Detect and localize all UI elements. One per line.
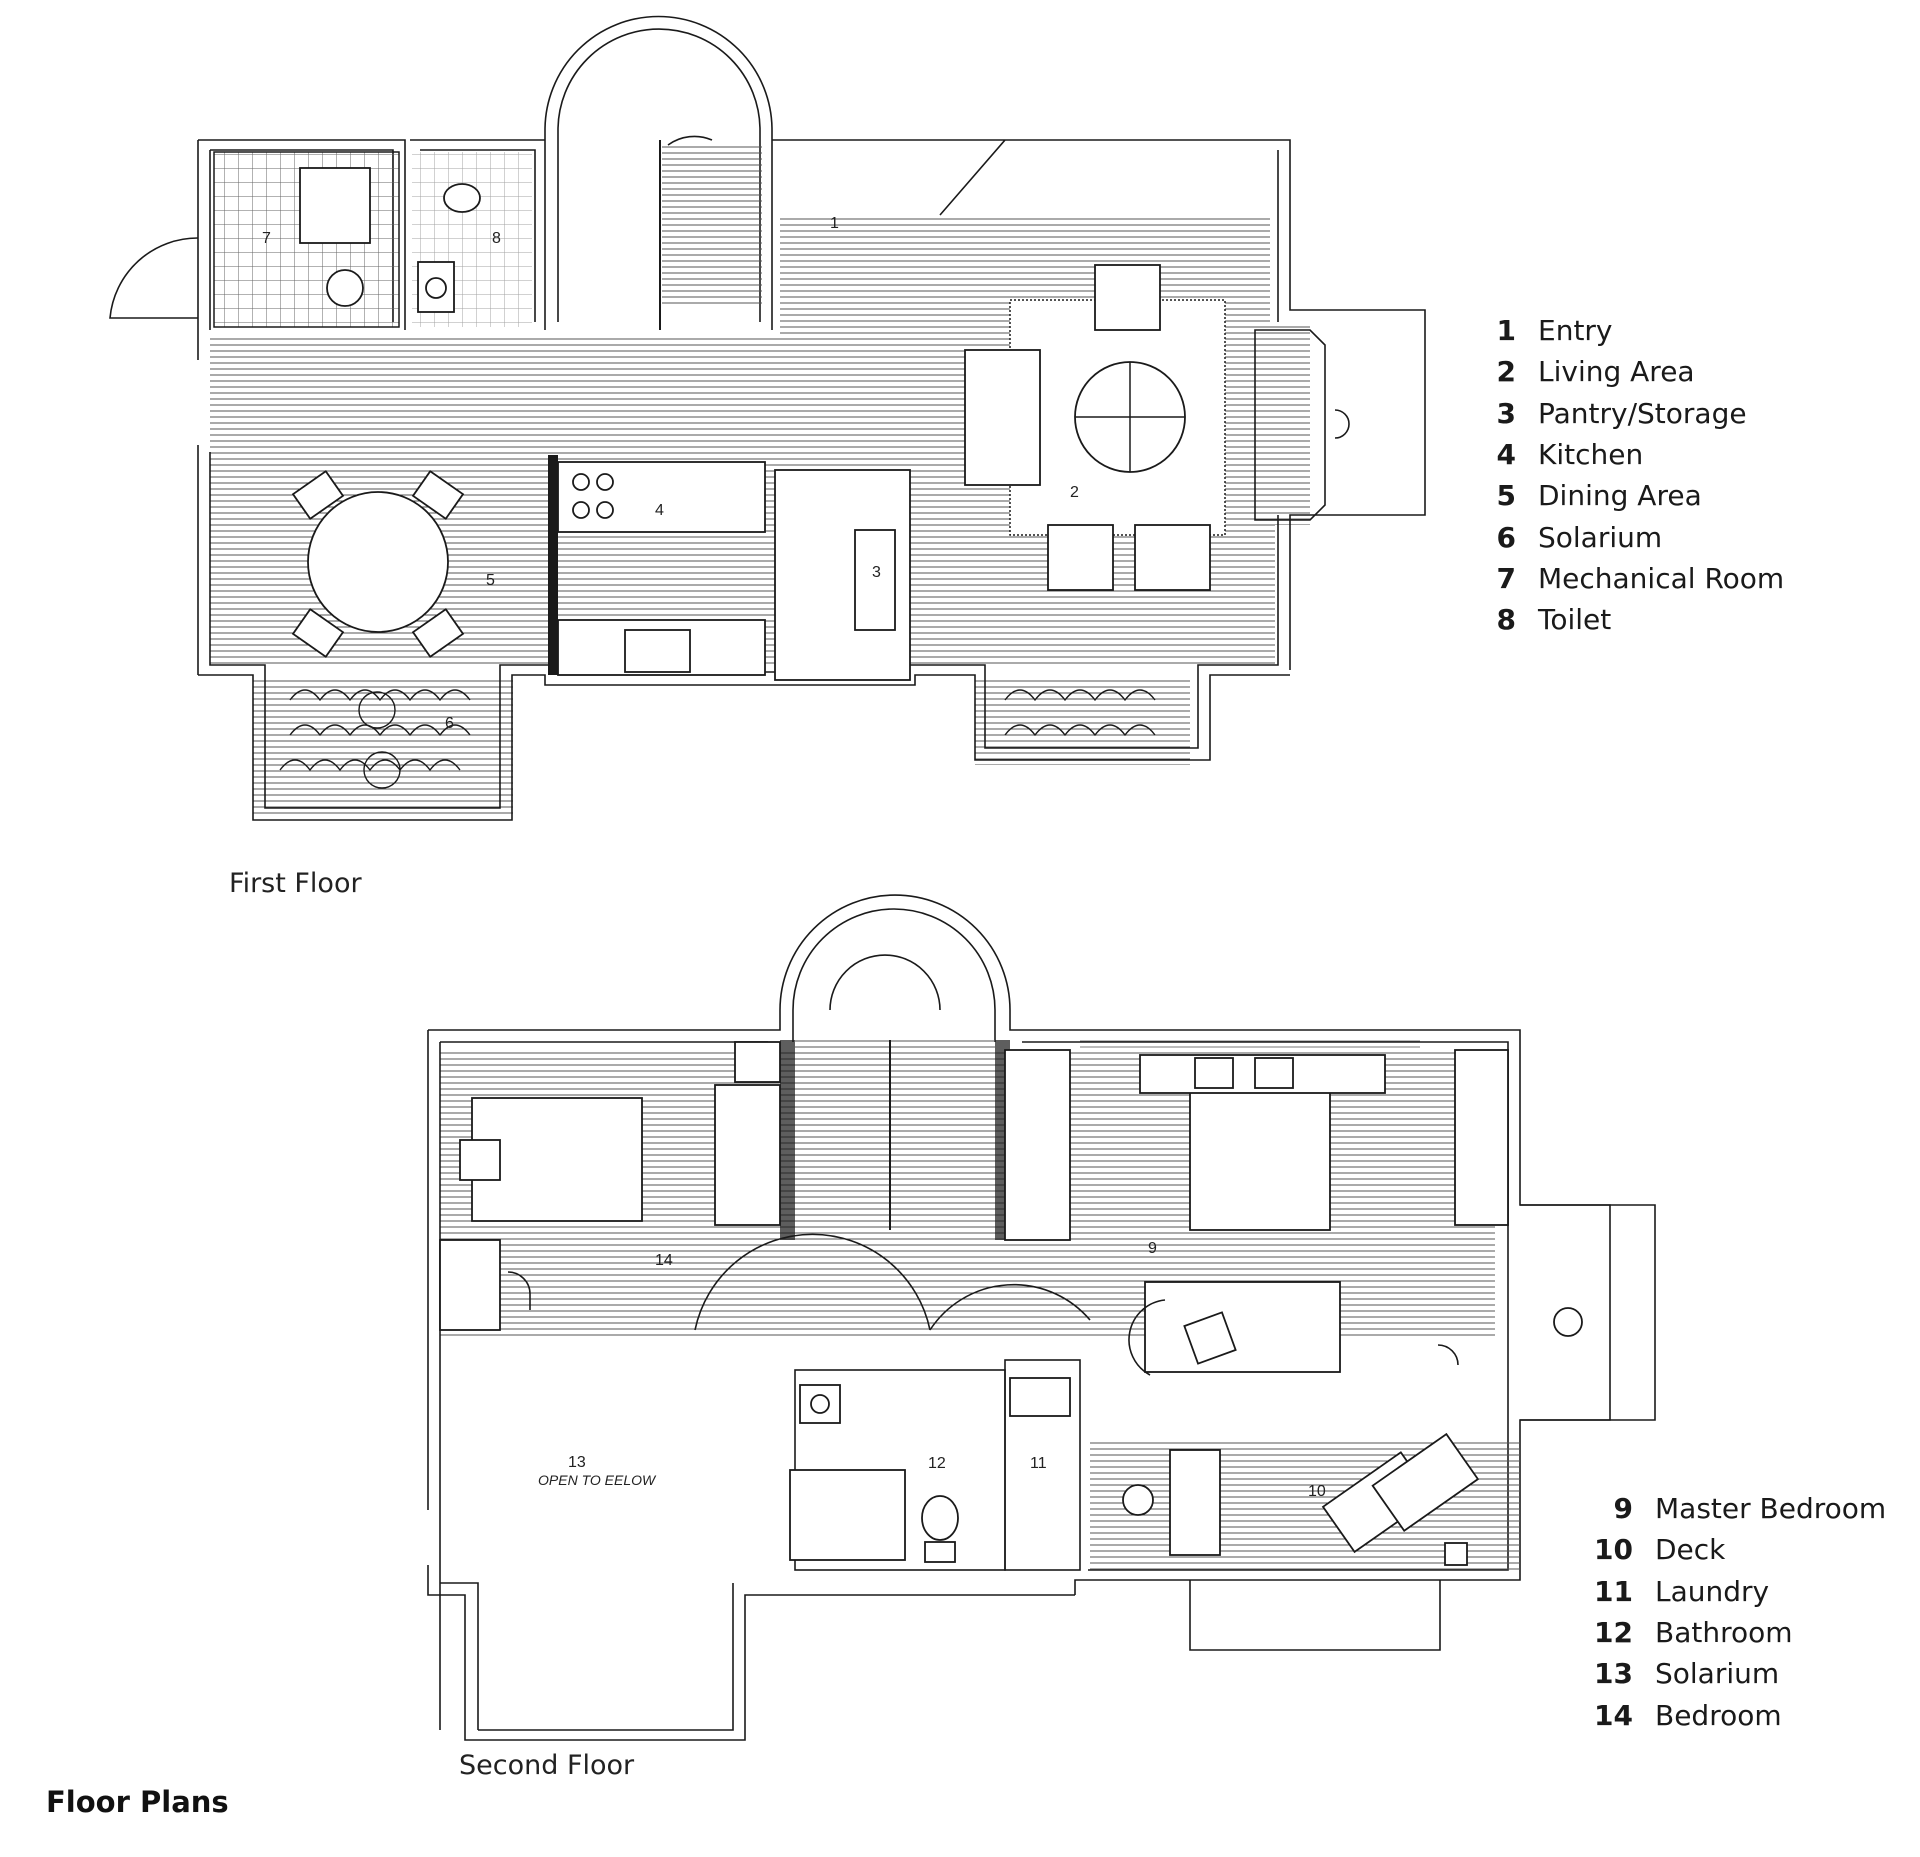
legend-label: Mechanical Room	[1538, 561, 1785, 595]
legend-label: Solarium	[1655, 1657, 1780, 1691]
legend-label: Bedroom	[1655, 1698, 1782, 1732]
legend-label: Kitchen	[1538, 438, 1644, 472]
svg-text:4: 4	[655, 502, 664, 519]
svg-text:13: 13	[568, 1454, 586, 1471]
legend-number: 14	[1594, 1698, 1633, 1732]
first-floor-legend: 1 Entry 2 Living Area 3 Pantry/Storage 4 Kit…	[1488, 310, 1785, 640]
legend-item: 1 Entry	[1488, 310, 1784, 351]
svg-text:5: 5	[486, 572, 495, 589]
legend-number: 13	[1594, 1657, 1633, 1691]
legend-label: Pantry/Storage	[1538, 396, 1747, 430]
legend-item: 2 Living Area	[1488, 351, 1784, 392]
first-floor-caption: First Floor	[229, 868, 362, 899]
legend-item: 13 Solarium	[1585, 1653, 1886, 1694]
legend-item: 7 Mechanical Room	[1488, 558, 1785, 599]
svg-text:7: 7	[262, 230, 271, 247]
legend-item: 12 Bathroom	[1585, 1612, 1886, 1653]
legend-number: 8	[1496, 603, 1516, 637]
legend-item: 14 Bedroom	[1585, 1694, 1886, 1735]
legend-label: Entry	[1538, 314, 1613, 348]
svg-text:1: 1	[830, 215, 839, 232]
legend-number: 1	[1496, 314, 1516, 348]
legend-number: 9	[1613, 1492, 1633, 1526]
legend-item: 4 Kitchen	[1488, 434, 1784, 475]
svg-text:12: 12	[928, 1455, 946, 1472]
legend-label: Laundry	[1655, 1574, 1770, 1608]
legend-number: 10	[1594, 1533, 1633, 1567]
svg-text:9: 9	[1148, 1240, 1157, 1257]
legend-item: 5 Dining Area	[1488, 475, 1784, 516]
legend-item: 9 Master Bedroom	[1585, 1488, 1887, 1529]
second-floor-caption: Second Floor	[459, 1750, 635, 1781]
svg-text:6: 6	[445, 715, 454, 732]
legend-label: Dining Area	[1538, 479, 1702, 513]
legend-number: 5	[1496, 479, 1516, 513]
legend-item: 6 Solarium	[1488, 516, 1784, 557]
legend-label: Bathroom	[1655, 1616, 1793, 1650]
svg-text:10: 10	[1308, 1483, 1326, 1500]
svg-text:2: 2	[1070, 484, 1079, 501]
second-floor-legend: 9 Master Bedroom 10 Deck 11 Laundry 12 Bathr…	[1585, 1488, 1886, 1736]
legend-number: 2	[1496, 355, 1516, 389]
legend-item: 3 Pantry/Storage	[1488, 393, 1784, 434]
second-floor-plan: 13 OPEN TO EELOW 14 9 10 11 12	[427, 894, 1656, 1741]
figure-title: Floor Plans	[46, 1785, 229, 1819]
svg-text:14: 14	[655, 1252, 673, 1269]
legend-number: 6	[1496, 520, 1516, 554]
legend-number: 7	[1496, 561, 1516, 595]
legend-item: 10 Deck	[1585, 1529, 1886, 1570]
open-to-below-note: OPEN TO EELOW	[538, 1472, 657, 1488]
svg-text:3: 3	[872, 564, 881, 581]
legend-number: 11	[1594, 1574, 1633, 1608]
legend-number: 12	[1594, 1616, 1633, 1650]
legend-label: Solarium	[1538, 520, 1663, 554]
svg-text:11: 11	[1030, 1455, 1047, 1472]
legend-number: 4	[1496, 438, 1516, 472]
legend-label: Toilet	[1538, 603, 1612, 637]
legend-number: 3	[1496, 396, 1516, 430]
first-floor-plan: 1 2 3 4 5 6 7 8	[109, 15, 1426, 821]
legend-item: 8 Toilet	[1488, 599, 1784, 640]
legend-label: Deck	[1655, 1533, 1726, 1567]
legend-label: Master Bedroom	[1655, 1492, 1887, 1526]
legend-label: Living Area	[1538, 355, 1695, 389]
svg-text:8: 8	[492, 230, 501, 247]
legend-item: 11 Laundry	[1585, 1571, 1886, 1612]
